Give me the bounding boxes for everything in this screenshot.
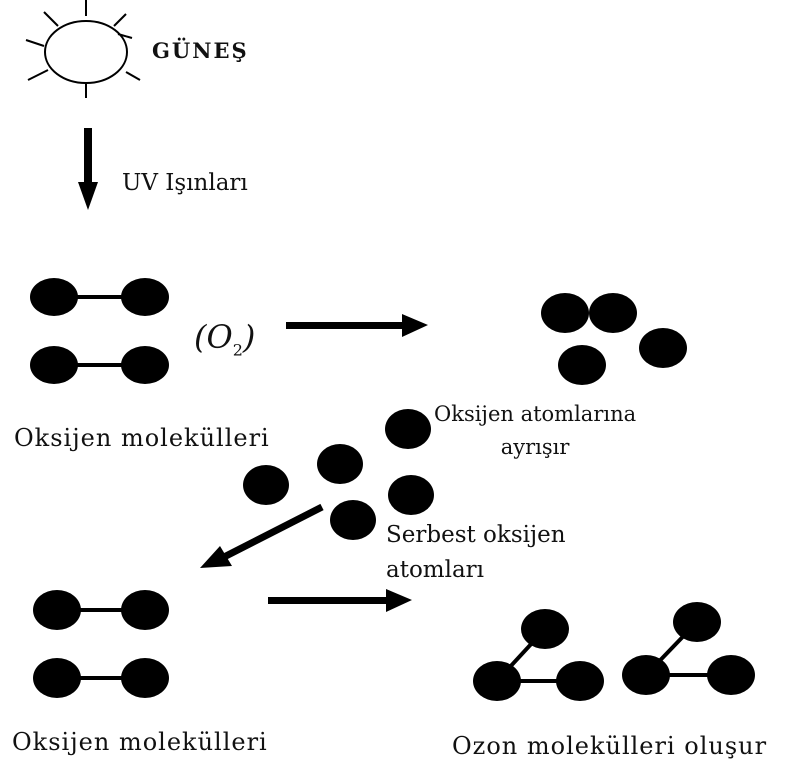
split-oxygen-atoms: [541, 293, 687, 385]
ozone-molecule-2: [622, 602, 755, 695]
sun-icon: [25, 0, 141, 98]
ozone-arrow: [268, 589, 412, 612]
free-atoms-line1: Serbest oksijen: [386, 522, 566, 548]
ozone-molecule-1: [473, 609, 604, 701]
split-atoms-line2: ayrışır: [500, 434, 570, 459]
split-atoms-line1: Oksijen atomlarına: [434, 402, 637, 426]
ozone-label: Ozon molekülleri oluşur: [452, 732, 768, 760]
oxygen-molecules-top-label: Oksijen molekülleri: [14, 424, 270, 452]
uv-arrow: [78, 128, 98, 210]
o2-symbol: O: [206, 318, 233, 356]
oxygen-molecules-top: [30, 278, 169, 384]
uv-rays-label: UV Işınları: [122, 170, 248, 196]
split-atoms-label: Oksijen atomlarına ayrışır: [434, 398, 636, 463]
sun-label: GÜNEŞ: [152, 38, 249, 63]
split-arrow: [286, 314, 428, 337]
o2-subscript: 2: [232, 340, 243, 360]
oxygen-molecules-bottom-label: Oksijen molekülleri: [12, 728, 268, 756]
free-atoms-line2: atomları: [386, 556, 485, 583]
oxygen-molecules-bottom: [33, 590, 169, 698]
o2-formula: (O2): [194, 318, 256, 360]
free-atoms-label: Serbest oksijen atomları: [386, 518, 566, 587]
free-oxygen-atoms: [243, 409, 434, 540]
diagonal-arrow: [200, 503, 324, 568]
